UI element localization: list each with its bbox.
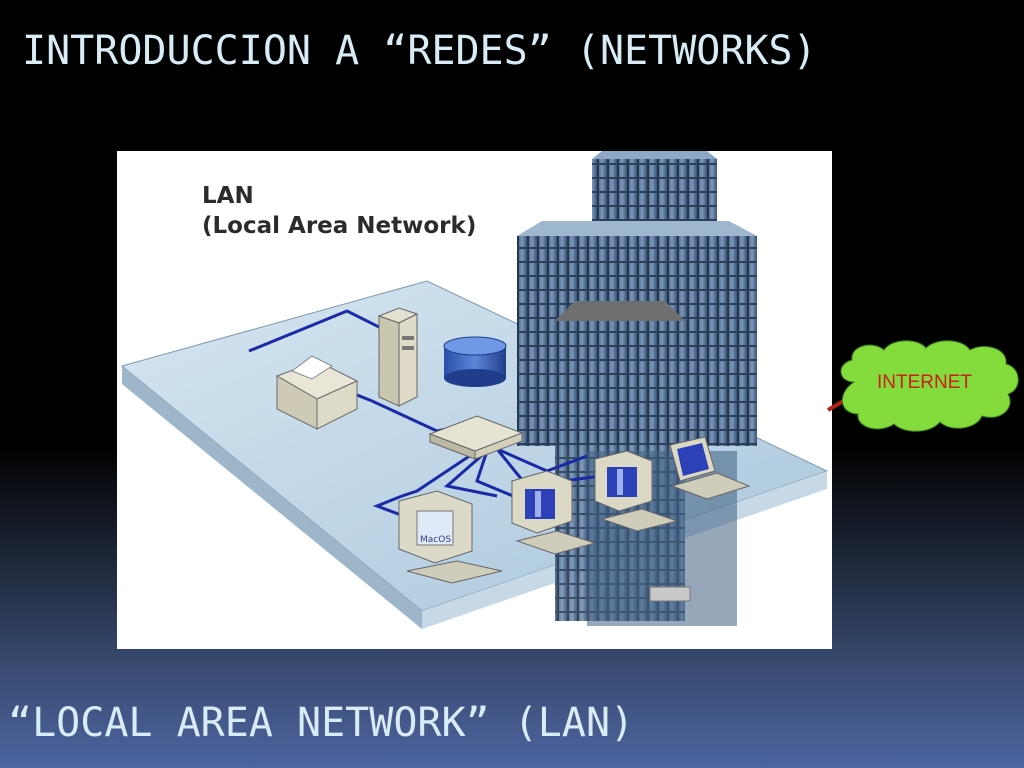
printer — [275, 355, 359, 430]
lan-heading-abbrev: LAN — [202, 183, 254, 209]
lan-heading-full: (Local Area Network) — [202, 213, 477, 239]
network-hub — [428, 415, 524, 460]
slide-subtitle: “LOCAL AREA NETWORK” (LAN) — [8, 700, 635, 746]
desktop-computer — [511, 470, 597, 555]
server — [377, 307, 419, 407]
macos-screen-label: MacOS — [420, 535, 451, 545]
slide-title: INTRODUCCION A “REDES” (NETWORKS) — [22, 28, 817, 74]
storage-database — [443, 336, 507, 387]
lan-illustration: MacOS — [120, 151, 829, 629]
lan-diagram: MacOS LAN (Local Area Network) — [117, 151, 832, 649]
laptop — [669, 436, 751, 500]
desktop-computer — [594, 450, 679, 532]
office-building — [517, 151, 757, 626]
internet-cloud — [840, 340, 1019, 432]
mac-workstation: MacOS — [398, 490, 503, 584]
lan-heading: LAN (Local Area Network) — [202, 181, 476, 241]
internet-label: INTERNET — [877, 372, 972, 393]
